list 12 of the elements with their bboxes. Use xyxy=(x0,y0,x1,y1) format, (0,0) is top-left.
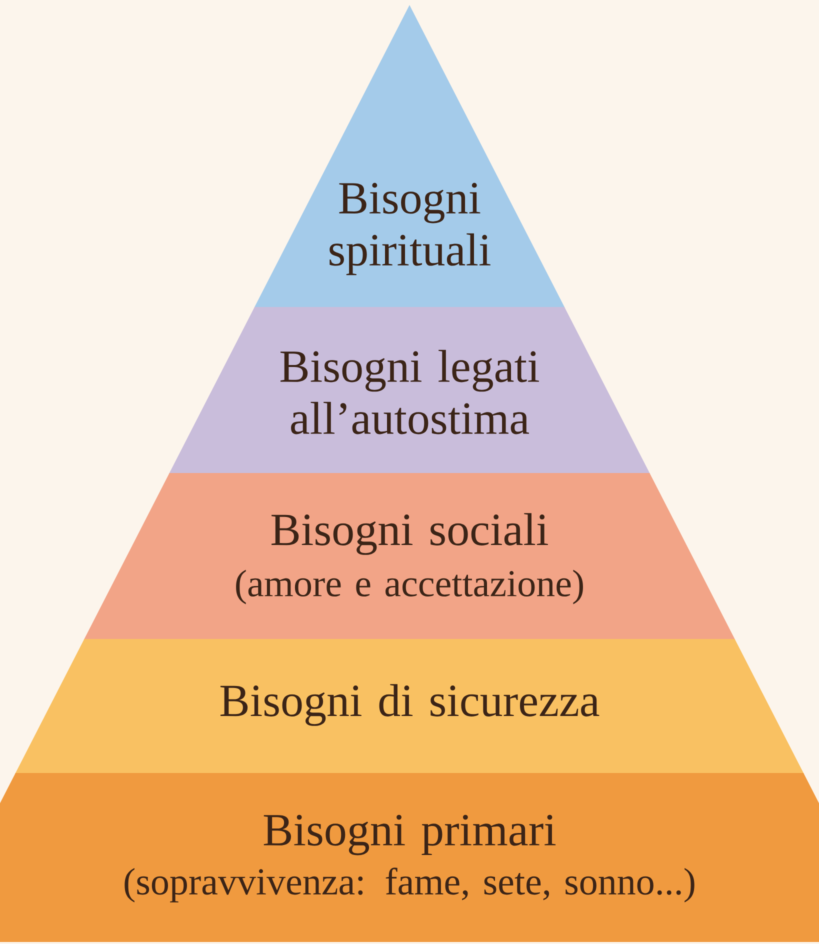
tier-label: Bisogni spirituali xyxy=(330,182,490,276)
tier-description: (sopravvivenza: fame, sete, sonno...) xyxy=(124,868,694,902)
pyramid-tier xyxy=(15,639,804,774)
tier-label: Bisogni di sicurezza xyxy=(220,684,600,726)
tier-label: Bisogni sociali xyxy=(272,513,548,555)
tier-description: (amore e accettazione) xyxy=(236,570,583,604)
pyramid-tier xyxy=(254,5,565,308)
pyramid-tier xyxy=(0,773,819,942)
pyramid-tier xyxy=(169,307,650,474)
tier-label: Bisogni legati all’autostima xyxy=(280,350,539,434)
tier-label: Bisogni primari xyxy=(264,814,556,856)
pyramid-tier xyxy=(84,473,736,640)
